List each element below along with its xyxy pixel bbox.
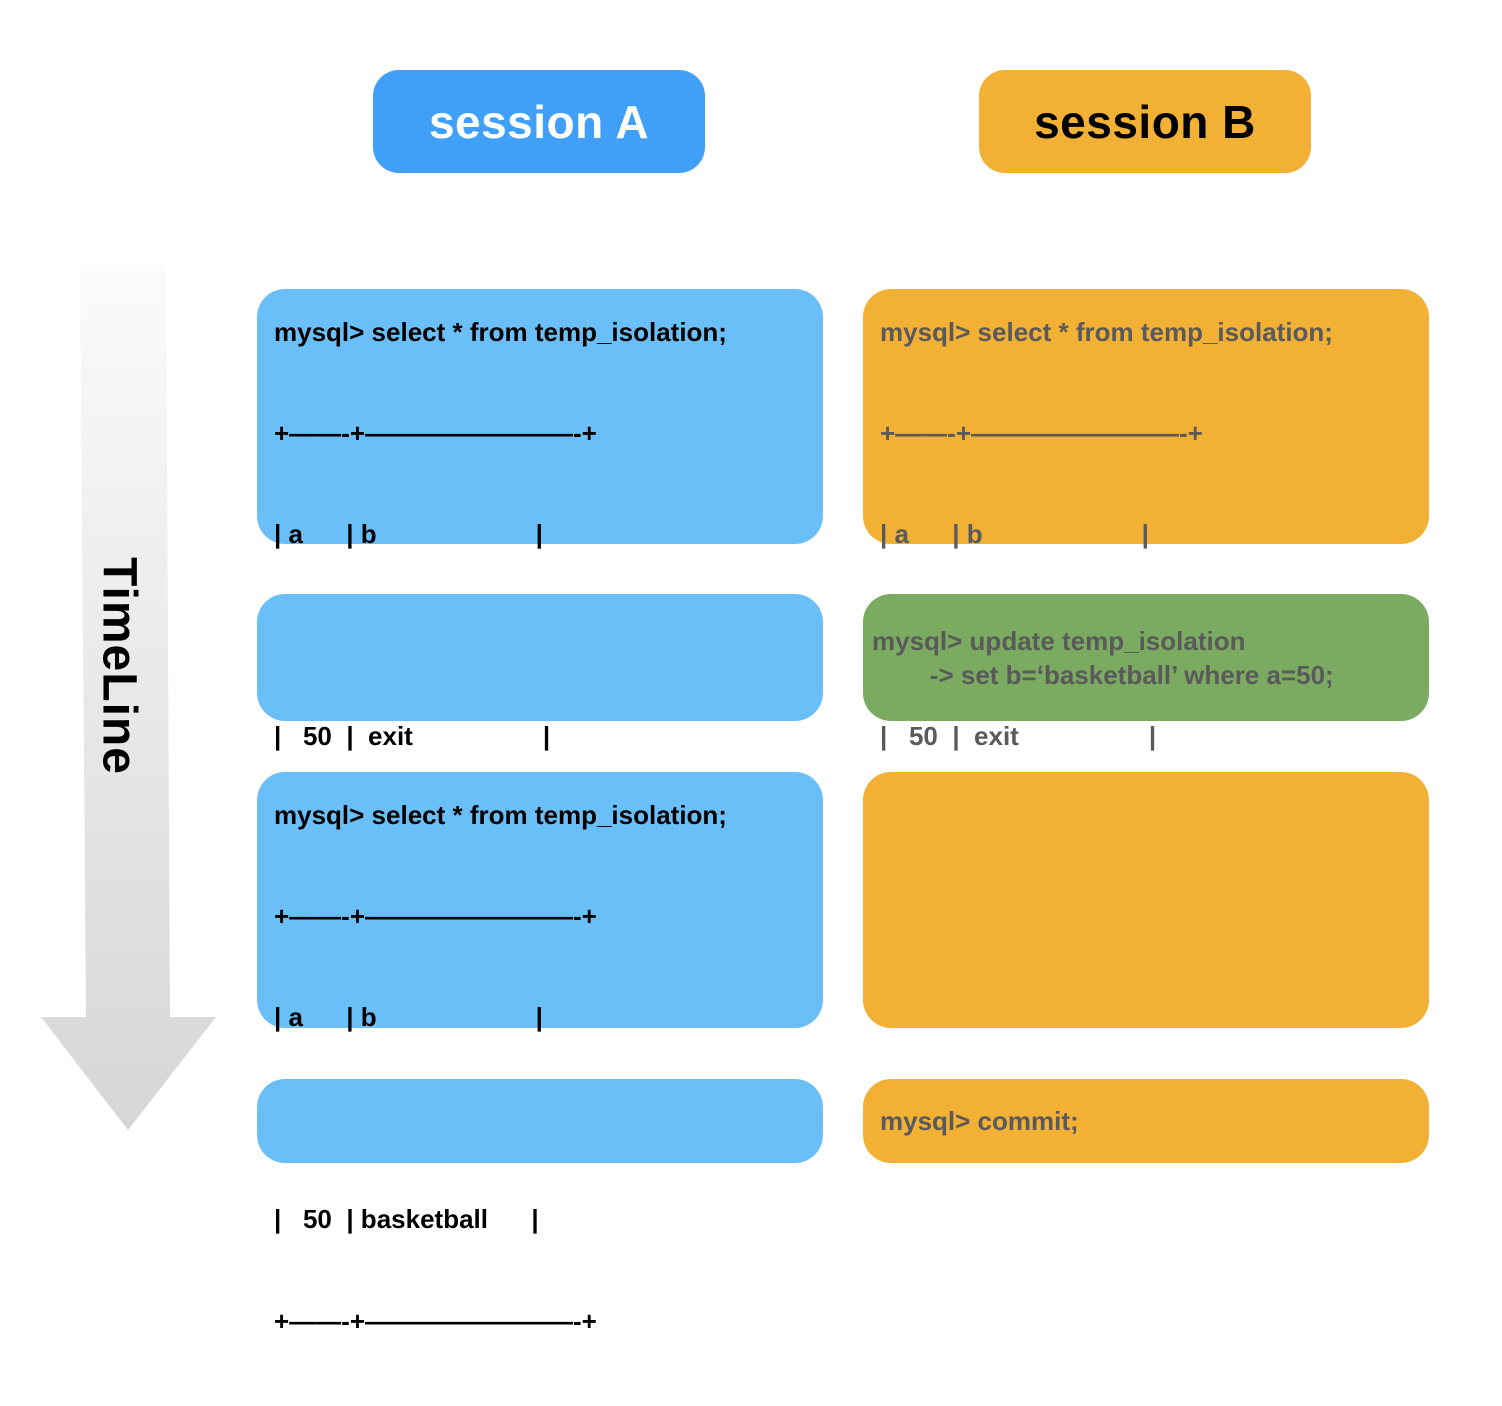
table-line: | a | b | [274,1001,543,1032]
session-b-header: session B [979,70,1311,173]
session-b-commit-command: mysql> commit; [880,1106,1079,1136]
table-line: +——-+————————-+ [274,900,597,931]
timeline-label: TimeLine [92,557,146,775]
timeline-arrow [41,265,216,1130]
table-line: | 50 | basketball | [274,1204,539,1235]
session-b-step1-command: mysql> select * from temp_isolation; [880,317,1333,347]
session-b-update-line2: -> set b=‘basketball’ where a=50; [872,660,1334,690]
session-a-step2-box [257,594,823,721]
session-b-step1-box: mysql> select * from temp_isolation; +——… [863,289,1429,853]
session-b-update-line1: mysql> update temp_isolation [872,626,1246,656]
session-a-step1-command: mysql> select * from temp_isolation; [274,317,727,347]
table-line: +——-+————————-+ [274,417,597,448]
table-line: +——-+————————-+ [274,1305,597,1336]
down-arrow-icon [41,265,216,1130]
table-line: | 50 | exit | [274,721,551,752]
table-line: | 50 | exit | [880,721,1157,752]
session-b-update-box: mysql> update temp_isolation -> set b=‘b… [863,594,1429,721]
session-a-step3-command: mysql> select * from temp_isolation; [274,800,727,830]
session-a-step3-box: mysql> select * from temp_isolation; +——… [257,772,823,1336]
session-a-step4-box [257,1079,823,1163]
session-b-step3-box [863,772,1429,1028]
table-line: | a | b | [274,518,543,549]
table-line: | a | b | [880,518,1149,549]
session-a-step1-box: mysql> select * from temp_isolation; +——… [257,289,823,853]
session-b-commit-box: mysql> commit; [863,1079,1429,1163]
session-a-header: session A [373,70,705,173]
table-line: +——-+————————-+ [880,417,1203,448]
